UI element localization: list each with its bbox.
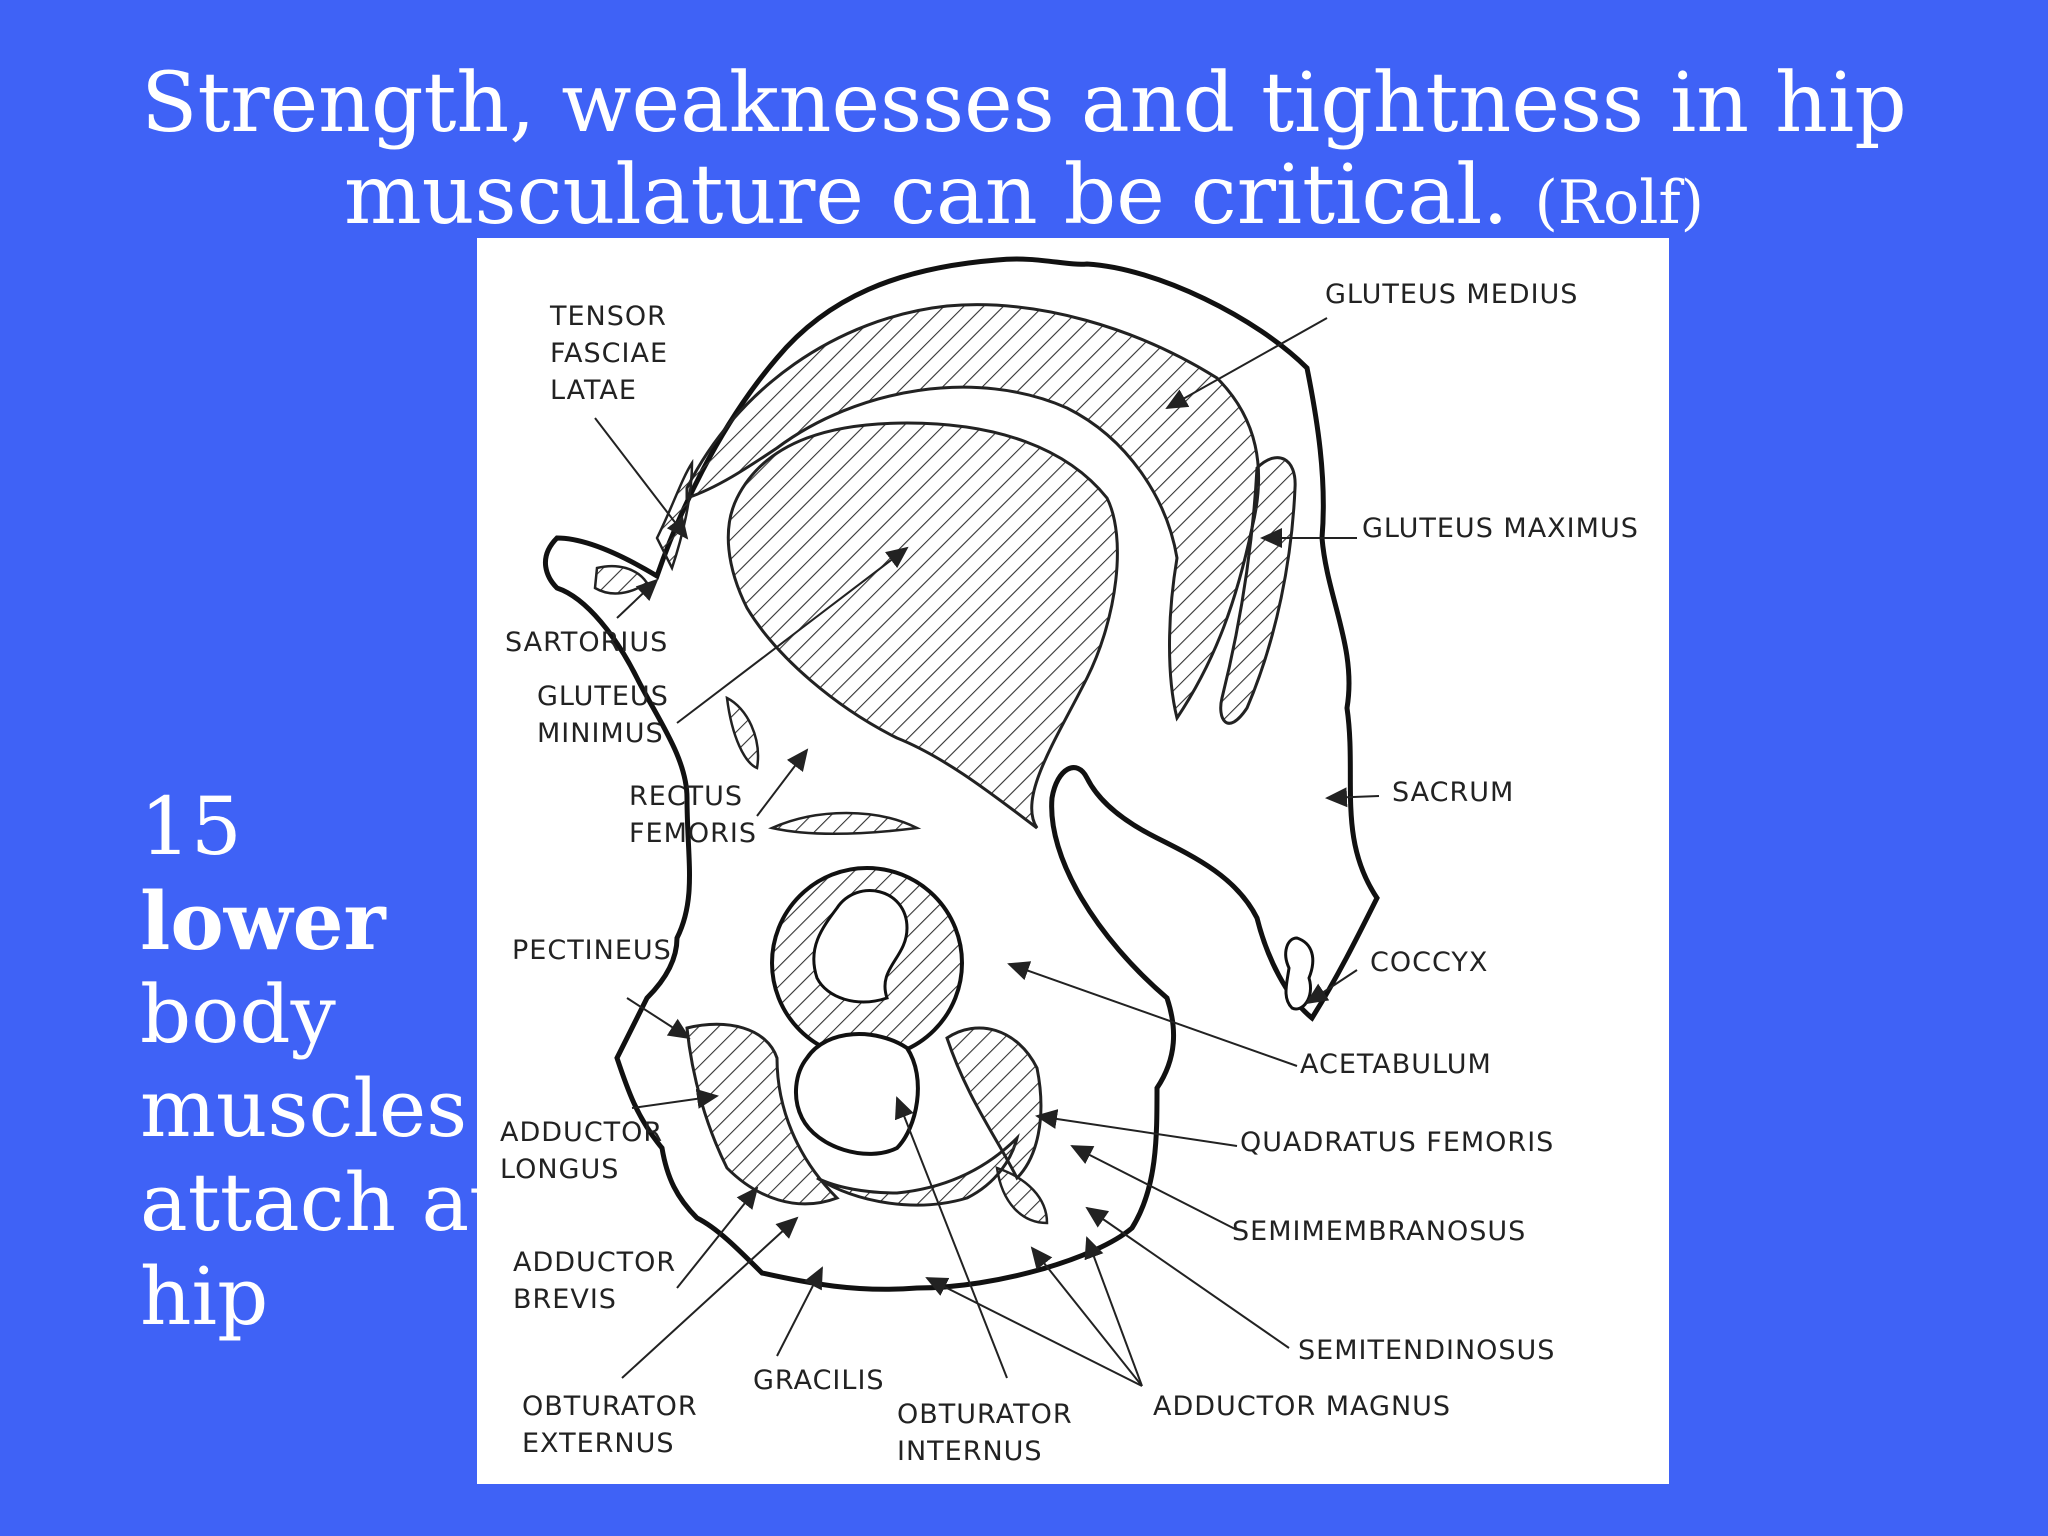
label-gluteus-minimus-line-2: MINIMUS [537,718,664,749]
label-adductor-brevis-line-1: ADDUCTOR [513,1247,677,1278]
leader-rectus [756,748,809,817]
label-obturator-internus-line-1: OBTURATOR [897,1399,1073,1430]
label-adductor-brevis-line-2: BREVIS [513,1284,617,1315]
side-caption: 15 lower body muscles attach at hip [140,780,502,1344]
label-tensor-fasciae-latae: TENSOR FASCIAE LATAE [550,298,668,409]
leader-gluteus-minimus [676,546,909,724]
leader-obturator-externus [621,1216,799,1379]
title-citation: (Rolf) [1534,168,1705,238]
label-gluteus-minimus-line-1: GLUTEUS [537,681,669,712]
obturator-foramen [794,1032,920,1156]
label-sacrum: SACRUM [1392,777,1515,808]
label-quadratus-femoris: QUADRATUS FEMORIS [1240,1127,1555,1158]
rectus-femoris-area [725,695,760,770]
gluteus-maximus-area [1219,456,1297,725]
ischial-region [945,1026,1043,1181]
label-acetabulum: ACETABULUM [1300,1049,1492,1080]
label-obturator-externus: OBTURATOR EXTERNUS [522,1388,698,1462]
ischial-lower-region [995,1166,1049,1225]
title-line-2-text: musculature can be critical. [343,148,1509,243]
leader-quadratus [1035,1109,1238,1147]
leader-coccyx [1305,969,1358,1005]
leader-acetabulum [1007,961,1298,1067]
label-adductor-longus-line-2: LONGUS [500,1154,620,1185]
title-line-2: musculature can be critical. (Rolf) [0,150,2048,249]
caption-bold-word: lower [140,874,386,968]
label-tensor-line-2: FASCIAE [550,338,669,369]
label-rectus-line-1: RECTUS [629,781,744,812]
label-adductor-brevis: ADDUCTOR BREVIS [513,1244,676,1318]
caption-line-hip: hip [140,1250,269,1343]
leader-semimembranosus [1070,1145,1238,1231]
upper-ridge-strip [768,811,922,835]
caption-number: 15 [140,780,242,873]
tensor-fasciae-latae-area [655,458,694,572]
leader-lines [594,317,1380,1387]
caption-line-attach: attach at [140,1156,502,1249]
label-adductor-longus-line-1: ADDUCTOR [500,1117,664,1148]
label-semitendinosus: SEMITENDINOSUS [1298,1335,1556,1366]
label-obturator-internus: OBTURATOR INTERNUS [897,1396,1073,1470]
adductor-region-left [685,1022,840,1206]
leader-adductor-magnus-1 [1030,1246,1143,1387]
leader-adductor-longus [631,1088,719,1109]
label-obturator-internus-line-2: INTERNUS [897,1436,1043,1467]
leader-sacrum [1325,787,1380,808]
caption-line-muscles: muscles [140,1062,468,1155]
leader-pectineus [626,997,691,1040]
gluteus-medius-area [685,303,1261,722]
coccyx-segments [1284,936,1315,1011]
leader-gluteus-medius [1165,317,1328,409]
label-gluteus-minimus: GLUTEUS MINIMUS [537,678,669,752]
title-line-1: Strength, weaknesses and tightness in hi… [141,56,1907,151]
label-obturator-externus-line-2: EXTERNUS [522,1428,675,1459]
leader-adductor-magnus-3 [925,1277,1143,1387]
label-tensor-line-1: TENSOR [550,301,667,332]
label-gracilis: GRACILIS [753,1365,885,1396]
gluteus-minimus-area [726,421,1119,830]
label-rectus-line-2: FEMORIS [629,818,757,849]
hip-muscle-diagram: TENSOR FASCIAE LATAE GLUTEUS MEDIUS GLUT… [477,238,1669,1484]
label-adductor-magnus: ADDUCTOR MAGNUS [1153,1391,1452,1422]
label-coccyx: COCCYX [1370,947,1489,978]
acetabulum-inner [812,889,909,1004]
leader-adductor-magnus-2 [1084,1236,1143,1387]
label-adductor-longus: ADDUCTOR LONGUS [500,1114,663,1188]
label-gluteus-medius: GLUTEUS MEDIUS [1325,279,1579,310]
slide-title: Strength, weaknesses and tightness in hi… [0,58,2048,249]
leader-adductor-brevis [676,1186,759,1289]
leader-tensor [594,417,689,540]
label-semimembranosus: SEMIMEMBRANOSUS [1232,1216,1527,1247]
leader-gracilis [776,1266,823,1357]
leader-obturator-internus [895,1096,1008,1379]
label-obturator-externus-line-1: OBTURATOR [522,1391,698,1422]
leader-semitendinosus [1085,1206,1290,1349]
label-rectus-femoris: RECTUS FEMORIS [629,778,757,852]
leader-sartorius [616,578,659,619]
caption-line-body: body [140,968,336,1061]
pelvis-drawing [542,256,1380,1387]
label-sartorius: SARTORIUS [505,627,669,658]
label-tensor-line-3: LATAE [550,375,637,406]
label-gluteus-maximus: GLUTEUS MAXIMUS [1362,513,1639,544]
label-pectineus: PECTINEUS [512,935,672,966]
